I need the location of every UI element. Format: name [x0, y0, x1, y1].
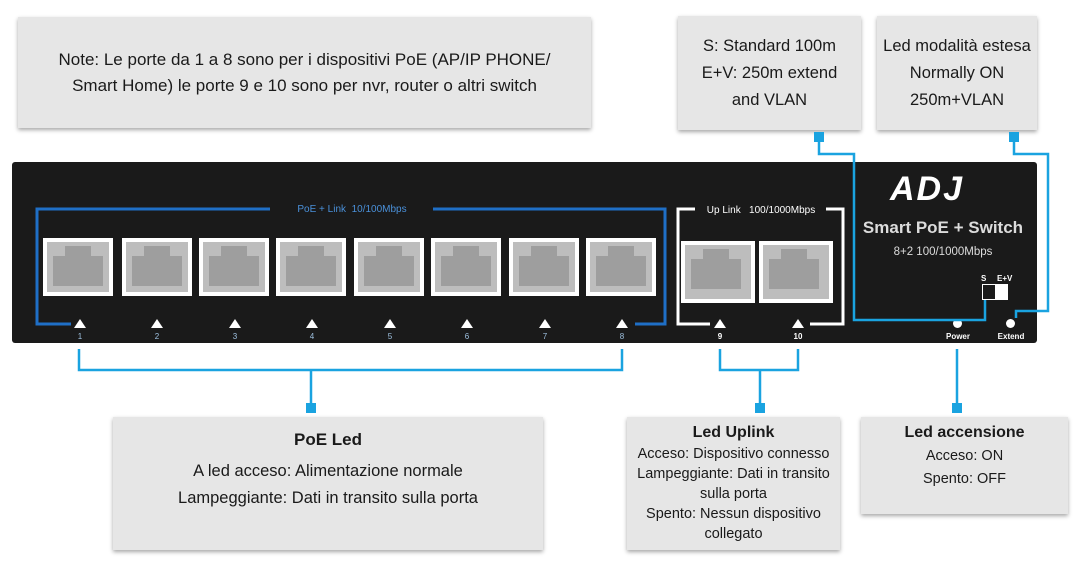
- port-4[interactable]: [276, 238, 346, 296]
- extend-led: [1006, 319, 1015, 328]
- poe-bracket: [433, 207, 667, 326]
- mode-switch-knob[interactable]: [983, 285, 995, 299]
- led-port-10: [792, 319, 804, 328]
- port-number: 6: [464, 332, 470, 341]
- uplink-led-connector: [718, 349, 800, 372]
- extend-label: Extend: [997, 332, 1025, 341]
- note-text: Note: Le porte da 1 a 8 sono per i dispo…: [58, 49, 551, 95]
- uplink-bracket: [810, 207, 845, 326]
- port-number: 3: [232, 332, 238, 341]
- port-number: 1: [77, 332, 83, 341]
- led-port-1: [74, 319, 86, 328]
- mode-switch[interactable]: [982, 284, 1008, 300]
- poe-led-marker: [306, 403, 316, 413]
- mode-box: S: Standard 100m E+V: 250m extend and VL…: [678, 16, 861, 130]
- mode-switch-connector: [817, 142, 987, 322]
- mode-line-1: S: Standard 100m: [702, 36, 836, 55]
- extend-box-marker: [1009, 132, 1019, 142]
- poe-led-title: PoE Led: [293, 430, 362, 449]
- mode-line-3: and VLAN: [731, 90, 808, 109]
- uplink-led-line-4: Spento: Nessun dispositivo: [646, 506, 821, 522]
- port-number: 5: [387, 332, 393, 341]
- uplink-bracket: [676, 207, 710, 326]
- poe-led-box: PoE Led A led acceso: Alimentazione norm…: [113, 417, 543, 550]
- uplink-led-title: Led Uplink: [692, 424, 775, 441]
- port-3[interactable]: [199, 238, 269, 296]
- power-led-box: Led accensione Acceso: ON Spento: OFF: [861, 417, 1068, 514]
- led-port-2: [151, 319, 163, 328]
- port-1[interactable]: [43, 238, 113, 296]
- uplink-group-label: Up Link 100/1000Mbps: [691, 205, 831, 216]
- led-port-7: [539, 319, 551, 328]
- power-led-title: Led accensione: [904, 424, 1025, 441]
- led-port-8: [616, 319, 628, 328]
- port-2[interactable]: [122, 238, 192, 296]
- poe-led-connector: [77, 349, 624, 372]
- model-spec: 8+2 100/1000Mbps: [893, 246, 993, 258]
- brand-logo: ADJ: [890, 170, 965, 208]
- uplink-led-box: Led Uplink Acceso: Dispositivo connesso …: [627, 417, 840, 550]
- port-8[interactable]: [586, 238, 656, 296]
- port-10[interactable]: [759, 241, 833, 303]
- uplink-led-line-2: Lampeggiante: Dati in transito: [637, 466, 830, 482]
- extend-line-1: Led modalità estesa: [883, 36, 1031, 55]
- power-led-marker: [952, 403, 962, 413]
- switch-label-ev: E+V: [997, 274, 1013, 283]
- uplink-led-marker: [755, 403, 765, 413]
- mode-line-2: E+V: 250m extend: [701, 63, 838, 82]
- extend-line-2: Normally ON: [909, 63, 1005, 82]
- port-number: 2: [154, 332, 160, 341]
- poe-bracket: [35, 207, 270, 326]
- power-label: Power: [945, 332, 970, 341]
- port-5[interactable]: [354, 238, 424, 296]
- extend-box: Led modalità estesa Normally ON 250m+VLA…: [877, 16, 1037, 130]
- note-box: Note: Le porte da 1 a 8 sono per i dispo…: [18, 17, 591, 128]
- poe-group-label: PoE + Link 10/100Mbps: [267, 204, 437, 215]
- mode-box-marker: [814, 132, 824, 142]
- led-port-4: [306, 319, 318, 328]
- port-9[interactable]: [681, 241, 755, 303]
- port-7[interactable]: [509, 238, 579, 296]
- switch-device: 1 2 3 4 5 6 7 8 9 10 PoE + Link 10/100Mb…: [12, 162, 1037, 343]
- led-port-3: [229, 319, 241, 328]
- port-number: 7: [542, 332, 548, 341]
- model-name: Smart PoE + Switch: [862, 218, 1024, 237]
- led-port-9: [714, 319, 726, 328]
- extend-line-3: 250m+VLAN: [909, 90, 1004, 109]
- uplink-led-line-1: Acceso: Dispositivo connesso: [637, 446, 830, 462]
- power-led-line-2: Spento: OFF: [922, 471, 1006, 487]
- poe-led-line-1: A led acceso: Alimentazione normale: [193, 462, 463, 480]
- port-number: 10: [793, 332, 803, 341]
- uplink-led-line-5: collegato: [704, 526, 763, 542]
- led-port-6: [461, 319, 473, 328]
- extend-led-connector: [1012, 142, 1050, 318]
- poe-led-line-2: Lampeggiante: Dati in transito sulla por…: [178, 489, 478, 507]
- port-number: 9: [717, 332, 723, 341]
- port-6[interactable]: [431, 238, 501, 296]
- led-port-5: [384, 319, 396, 328]
- power-led: [953, 319, 962, 328]
- port-number: 4: [309, 332, 315, 341]
- port-number: 8: [619, 332, 625, 341]
- uplink-led-line-3: sulla porta: [700, 486, 767, 502]
- power-led-line-1: Acceso: ON: [925, 448, 1004, 464]
- switch-label-s: S: [981, 274, 987, 283]
